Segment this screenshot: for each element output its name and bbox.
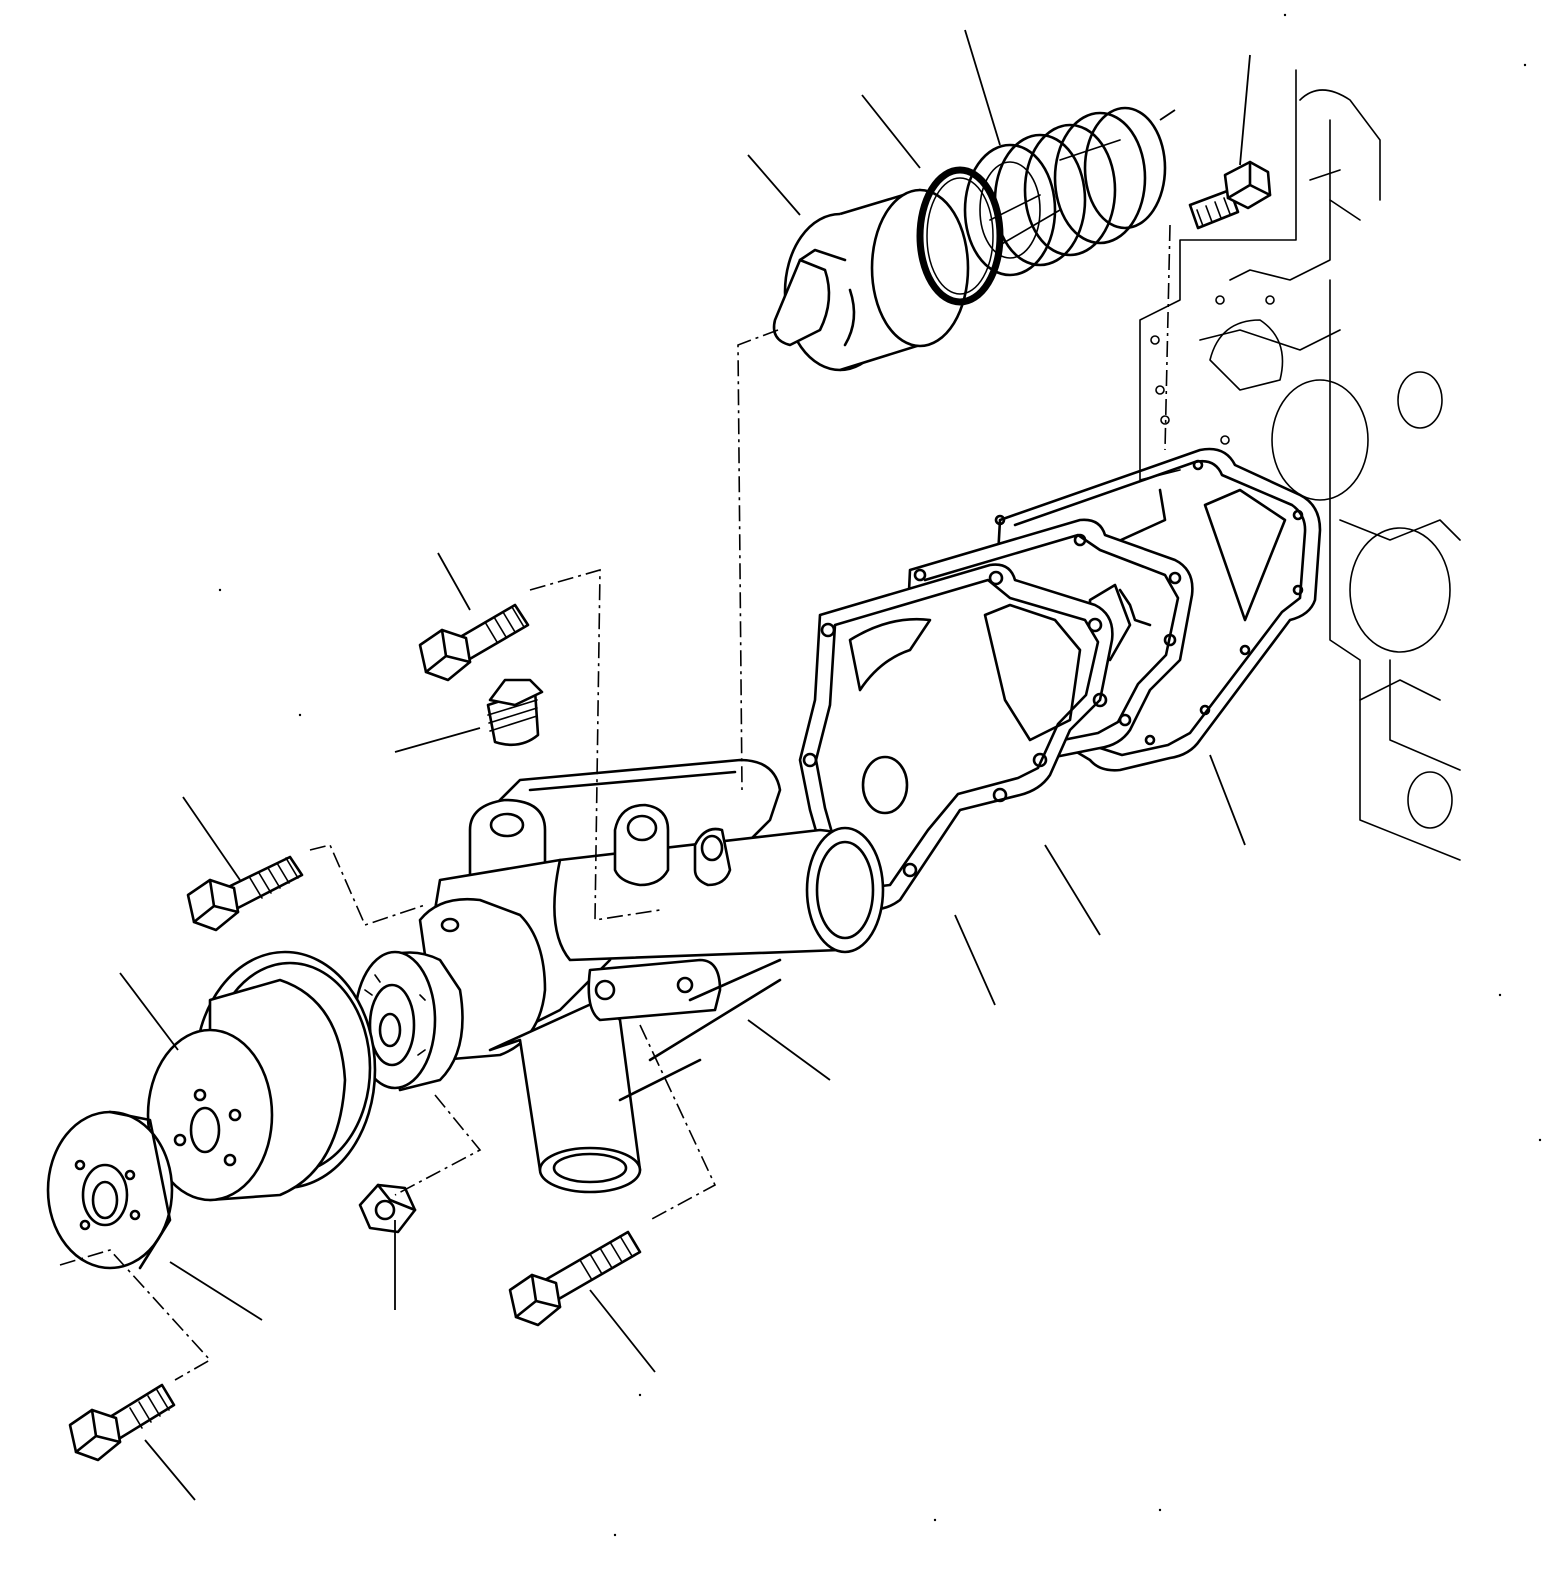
pulley-bolt-icon: [68, 1383, 176, 1462]
pulley-icon: [146, 950, 377, 1202]
engine-block-icon: [1139, 69, 1461, 861]
scan-speckles: [218, 13, 1542, 1537]
drain-plug-icon: [486, 678, 544, 747]
pump-plate-gasket-icon: [798, 563, 1114, 911]
thermostat-spring-icon: [963, 106, 1167, 277]
pump-body-icon: [353, 758, 885, 1194]
lower-bolt-icon: [508, 1230, 642, 1327]
nut-icon: [358, 1183, 417, 1234]
upper-bolt-icon: [418, 603, 530, 682]
flange-bolt-icon: [186, 855, 304, 932]
assembly-centerlines: [59, 224, 1171, 1381]
thermostat-seal-ring-icon: [916, 166, 1004, 306]
thermostat-icon: [772, 188, 970, 372]
callout-leaders: [119, 29, 1251, 1501]
housing-bolt-icon: [1188, 160, 1272, 230]
hub-flange-icon: [46, 1110, 174, 1270]
